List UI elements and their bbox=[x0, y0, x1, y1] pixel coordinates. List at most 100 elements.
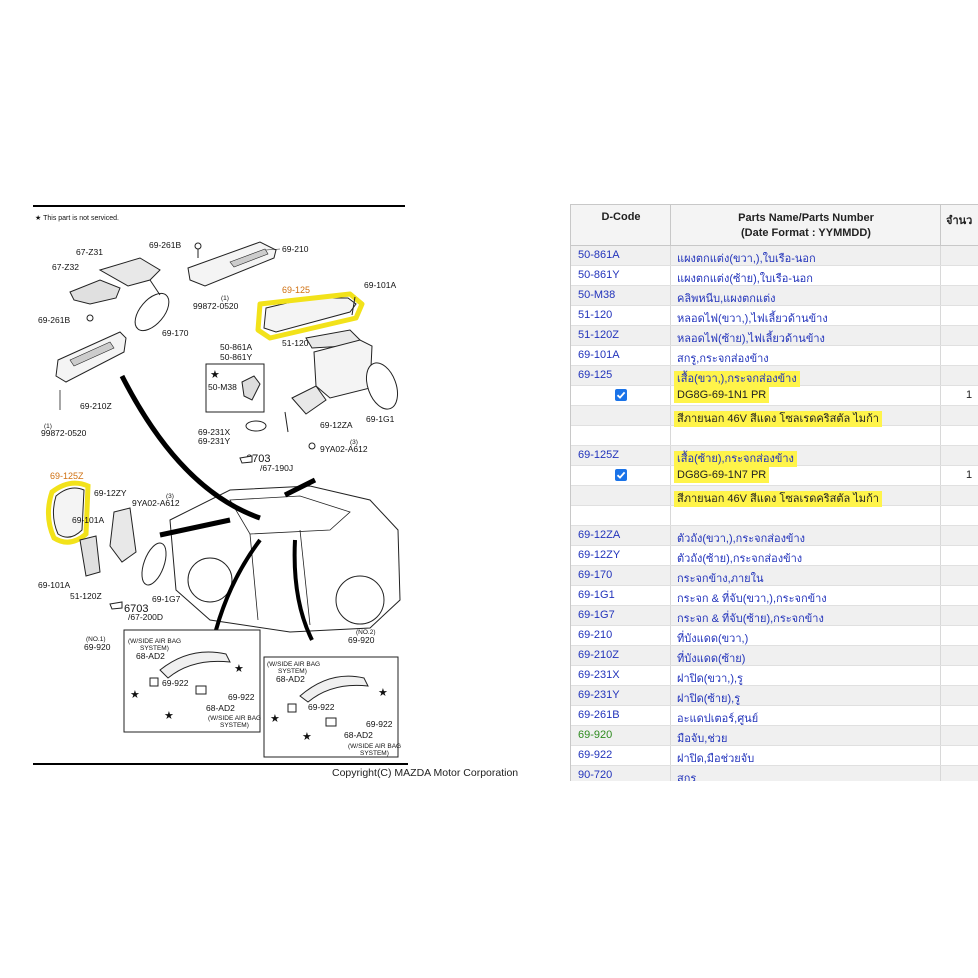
svg-text:69-231X: 69-231X bbox=[198, 427, 230, 437]
table-row[interactable]: 69-261B อะแดปเตอร์,ศูนย์ bbox=[571, 706, 978, 726]
part-name[interactable]: คลิพหนีบ,แผงตกแต่ง bbox=[677, 293, 776, 305]
dcode-link[interactable]: 69-101A bbox=[578, 349, 620, 361]
part-name[interactable]: แผงตกแต่ง(ซ้าย),ใบเรือ-นอก bbox=[677, 273, 813, 285]
dcode-link[interactable]: 69-12ZY bbox=[578, 549, 621, 561]
svg-text:★: ★ bbox=[164, 710, 174, 722]
table-row[interactable]: 69-1G1 กระจก & ที่จับ(ขวา,),กระจกข้าง bbox=[571, 586, 978, 606]
svg-text:68-AD2: 68-AD2 bbox=[136, 651, 165, 661]
table-row[interactable]: 69-1G7 กระจก & ที่จับ(ซ้าย),กระจกข้าง bbox=[571, 606, 978, 626]
label-67-z32: 67-Z32 bbox=[52, 262, 79, 272]
table-row[interactable]: 51-120 หลอดไฟ(ขวา,),ไฟเลี้ยวด้านข้าง bbox=[571, 306, 978, 326]
svg-text:(W/SIDE AIR BAG: (W/SIDE AIR BAG bbox=[208, 715, 261, 722]
dcode-link[interactable]: 69-210 bbox=[578, 629, 613, 641]
dcode-link[interactable]: 69-920 bbox=[578, 729, 613, 741]
svg-text:69-101A: 69-101A bbox=[72, 515, 104, 525]
table-row[interactable]: 69-922 ฝาปิด,มือช่วยจับ bbox=[571, 746, 978, 766]
table-row[interactable] bbox=[571, 426, 978, 446]
table-row[interactable]: 69-920 มือจับ,ช่วย bbox=[571, 726, 978, 746]
dcode-link[interactable]: 90-720 bbox=[578, 769, 613, 781]
dcode-link[interactable]: 69-170 bbox=[578, 569, 613, 581]
dcode-link[interactable]: 69-231Y bbox=[578, 689, 620, 701]
svg-text:SYSTEM): SYSTEM) bbox=[220, 722, 249, 729]
label-99872-top: 99872-0520 bbox=[193, 301, 239, 311]
label-69-210z: 69-210Z bbox=[80, 401, 112, 411]
svg-text:SYSTEM): SYSTEM) bbox=[140, 645, 169, 652]
part-name[interactable]: สกรู,กระจกส่องข้าง bbox=[677, 353, 769, 365]
table-row[interactable]: 69-210 ที่บังแดด(ขวา,) bbox=[571, 626, 978, 646]
svg-text:★: ★ bbox=[130, 689, 140, 701]
part-name[interactable]: หลอดไฟ(ซ้าย),ไฟเลี้ยวด้านข้าง bbox=[677, 333, 825, 345]
table-row[interactable]: 69-125Z เสื้อ(ซ้าย),กระจกส่องข้าง bbox=[571, 446, 978, 467]
part-name[interactable]: มือจับ,ช่วย bbox=[677, 733, 728, 745]
part-name[interactable]: กระจกข้าง,ภายใน bbox=[677, 573, 764, 585]
dcode-link[interactable]: 51-120 bbox=[578, 309, 613, 321]
part-name[interactable]: เสื้อ(ขวา,),กระจกส่องข้าง bbox=[674, 369, 800, 387]
svg-text:(NO.2): (NO.2) bbox=[356, 629, 376, 636]
svg-text:(W/SIDE AIR BAG: (W/SIDE AIR BAG bbox=[267, 661, 320, 668]
part-name[interactable]: เสื้อ(ซ้าย),กระจกส่องข้าง bbox=[674, 449, 797, 467]
header-quantity[interactable]: จำนว bbox=[946, 215, 973, 227]
table-row[interactable]: 90-720 สกรู bbox=[571, 766, 978, 781]
dcode-link[interactable]: 69-125 bbox=[578, 369, 613, 381]
dcode-link[interactable]: 50-861A bbox=[578, 249, 620, 261]
part-name[interactable]: กระจก & ที่จับ(ขวา,),กระจกข้าง bbox=[677, 593, 827, 605]
dcode-link[interactable]: 69-1G1 bbox=[578, 589, 615, 601]
part-name[interactable]: ที่บังแดด(ขวา,) bbox=[677, 633, 749, 645]
svg-text:69-12ZA: 69-12ZA bbox=[320, 420, 353, 430]
svg-text:68-AD2: 68-AD2 bbox=[276, 674, 305, 684]
svg-text:69-101A: 69-101A bbox=[364, 280, 396, 290]
header-parts-name[interactable]: Parts Name/Parts Number (Date Format : Y… bbox=[738, 212, 874, 239]
table-row[interactable]: 50-861A แผงตกแต่ง(ขวา,),ใบเรือ-นอก bbox=[571, 246, 978, 266]
table-row[interactable]: 50-861Y แผงตกแต่ง(ซ้าย),ใบเรือ-นอก bbox=[571, 266, 978, 286]
part-name[interactable]: ฝาปิด(ขวา,),รู bbox=[677, 673, 743, 685]
table-row[interactable]: 51-120Z หลอดไฟ(ซ้าย),ไฟเลี้ยวด้านข้าง bbox=[571, 326, 978, 346]
table-row[interactable]: 69-231X ฝาปิด(ขวา,),รู bbox=[571, 666, 978, 686]
table-row[interactable]: 69-170 กระจกข้าง,ภายใน bbox=[571, 566, 978, 586]
label-69-261b-top: 69-261B bbox=[149, 240, 181, 250]
select-checkbox[interactable] bbox=[615, 469, 627, 481]
part-name[interactable]: ฝาปิด,มือช่วยจับ bbox=[677, 753, 755, 765]
part-name[interactable]: สกรู bbox=[677, 773, 697, 781]
part-name[interactable]: กระจก & ที่จับ(ซ้าย),กระจกข้าง bbox=[677, 613, 824, 625]
table-row[interactable]: 69-210Z ที่บังแดด(ซ้าย) bbox=[571, 646, 978, 666]
part-name[interactable]: หลอดไฟ(ขวา,),ไฟเลี้ยวด้านข้าง bbox=[677, 313, 828, 325]
dcode-link[interactable]: 50-861Y bbox=[578, 269, 620, 281]
dcode-link[interactable]: 69-210Z bbox=[578, 649, 619, 661]
part-name: DG8G-69-1N1 PR bbox=[674, 387, 770, 403]
header-dcode[interactable]: D-Code bbox=[601, 211, 641, 223]
svg-text:51-120Z: 51-120Z bbox=[70, 591, 102, 601]
svg-text:★: ★ bbox=[302, 731, 312, 743]
svg-text:69-920: 69-920 bbox=[348, 635, 375, 645]
table-row[interactable]: 69-12ZA ตัวถัง(ขวา,),กระจกส่องข้าง bbox=[571, 526, 978, 546]
dcode-link[interactable]: 69-1G7 bbox=[578, 609, 615, 621]
table-row[interactable]: 69-231Y ฝาปิด(ซ้าย),รู bbox=[571, 686, 978, 706]
dcode-link[interactable]: 69-261B bbox=[578, 709, 620, 721]
table-row[interactable]: 69-12ZY ตัวถัง(ซ้าย),กระจกส่องข้าง bbox=[571, 546, 978, 566]
part-name[interactable]: ตัวถัง(ขวา,),กระจกส่องข้าง bbox=[677, 533, 806, 545]
part-name[interactable]: ฝาปิด(ซ้าย),รู bbox=[677, 693, 741, 705]
dcode-link[interactable]: 50-M38 bbox=[578, 289, 616, 301]
table-row[interactable]: 69-101A สกรู,กระจกส่องข้าง bbox=[571, 346, 978, 366]
table-row[interactable]: สีภายนอก 46V สีแดง โซลเรดคริสตัล ไมก้า bbox=[571, 406, 978, 427]
table-row[interactable] bbox=[571, 506, 978, 526]
parts-diagram: ★ This part is not serviced. 69-261B 69-… bbox=[30, 200, 410, 785]
dcode-link[interactable]: 69-231X bbox=[578, 669, 620, 681]
part-name[interactable]: ที่บังแดด(ซ้าย) bbox=[677, 653, 746, 665]
part-name[interactable]: ตัวถัง(ซ้าย),กระจกส่องข้าง bbox=[677, 553, 803, 565]
dcode-link[interactable]: 51-120Z bbox=[578, 329, 619, 341]
table-row[interactable]: 50-M38 คลิพหนีบ,แผงตกแต่ง bbox=[571, 286, 978, 306]
svg-text:69-12ZY: 69-12ZY bbox=[94, 488, 127, 498]
part-name[interactable]: อะแดปเตอร์,ศูนย์ bbox=[677, 713, 759, 725]
dcode-link[interactable]: 69-12ZA bbox=[578, 529, 621, 541]
part-name[interactable]: แผงตกแต่ง(ขวา,),ใบเรือ-นอก bbox=[677, 253, 816, 265]
svg-text:50-861A: 50-861A bbox=[220, 342, 252, 352]
dcode-link[interactable]: 69-922 bbox=[578, 749, 613, 761]
table-row[interactable]: สีภายนอก 46V สีแดง โซลเรดคริสตัล ไมก้า bbox=[571, 486, 978, 507]
highlight-69-125 bbox=[255, 291, 365, 341]
table-row[interactable]: 69-125 เสื้อ(ขวา,),กระจกส่องข้าง bbox=[571, 366, 978, 387]
select-checkbox[interactable] bbox=[615, 389, 627, 401]
dcode-link[interactable]: 69-125Z bbox=[578, 449, 619, 461]
